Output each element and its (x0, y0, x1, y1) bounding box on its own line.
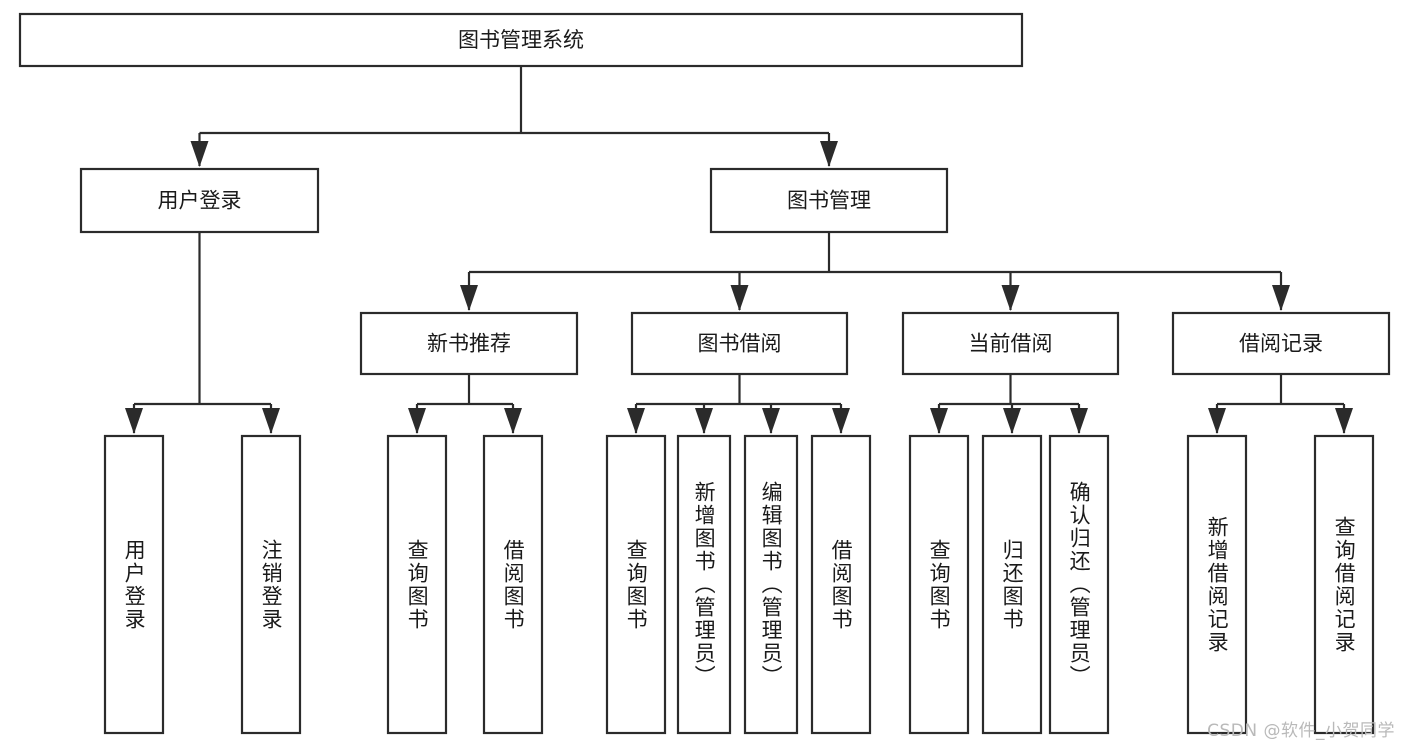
csdn-watermark: CSDN @软件_小贺同学 (1207, 721, 1395, 741)
node-box-leaf-borrow-book-1[interactable] (482, 434, 544, 735)
node-label-borrow-record: 借阅记录 (1239, 332, 1323, 356)
node-box-leaf-borrow-book-2[interactable] (810, 434, 872, 735)
arrow-head-icon (1335, 408, 1353, 434)
node-box-leaf-return-book[interactable] (981, 434, 1043, 735)
arrow-head-icon (1070, 408, 1088, 434)
node-label-current-borrow: 当前借阅 (969, 332, 1053, 356)
arrow-head-icon (1272, 285, 1290, 311)
node-label-user-login: 用户登录 (158, 189, 242, 213)
node-box-leaf-query-borrow-record[interactable] (1313, 434, 1375, 735)
node-box-borrow-record[interactable] (1171, 311, 1391, 376)
node-label-new-book-recommend: 新书推荐 (427, 332, 511, 356)
node-label-book-borrow: 图书借阅 (698, 332, 782, 356)
node-box-leaf-logout[interactable] (240, 434, 302, 735)
arrow-head-icon (262, 408, 280, 434)
arrow-head-icon (125, 408, 143, 434)
arrow-head-icon (627, 408, 645, 434)
arrow-head-icon (832, 408, 850, 434)
node-box-layer (18, 12, 1391, 735)
node-box-leaf-confirm-return-admin[interactable] (1048, 434, 1110, 735)
node-box-leaf-query-book-3[interactable] (908, 434, 970, 735)
arrow-head-icon (1208, 408, 1226, 434)
arrow-head-icon (408, 408, 426, 434)
arrow-head-icon (460, 285, 478, 311)
node-box-book-borrow[interactable] (630, 311, 849, 376)
node-box-new-book-recommend[interactable] (359, 311, 579, 376)
arrow-head-icon (504, 408, 522, 434)
node-box-user-login[interactable] (79, 167, 320, 234)
node-box-leaf-query-book-1[interactable] (386, 434, 448, 735)
arrow-head-icon (820, 141, 838, 167)
node-box-current-borrow[interactable] (901, 311, 1120, 376)
arrow-head-icon (730, 285, 749, 311)
arrow-head-icon (930, 408, 948, 434)
node-box-book-manage[interactable] (709, 167, 949, 234)
node-box-root[interactable] (18, 12, 1024, 68)
arrow-head-icon (190, 141, 209, 167)
node-label-book-manage: 图书管理 (787, 189, 871, 213)
arrow-head-icon (1001, 285, 1020, 311)
arrow-head-icon (762, 408, 780, 434)
node-label-root: 图书管理系统 (458, 28, 584, 52)
node-box-leaf-add-borrow-record[interactable] (1186, 434, 1248, 735)
node-box-leaf-user-login[interactable] (103, 434, 165, 735)
node-box-leaf-add-book-admin[interactable] (676, 434, 732, 735)
node-box-leaf-query-book-2[interactable] (605, 434, 667, 735)
connector-layer (125, 66, 1353, 434)
node-box-leaf-edit-book-admin[interactable] (743, 434, 799, 735)
arrow-head-icon (695, 408, 713, 434)
arrow-head-icon (1003, 408, 1021, 434)
